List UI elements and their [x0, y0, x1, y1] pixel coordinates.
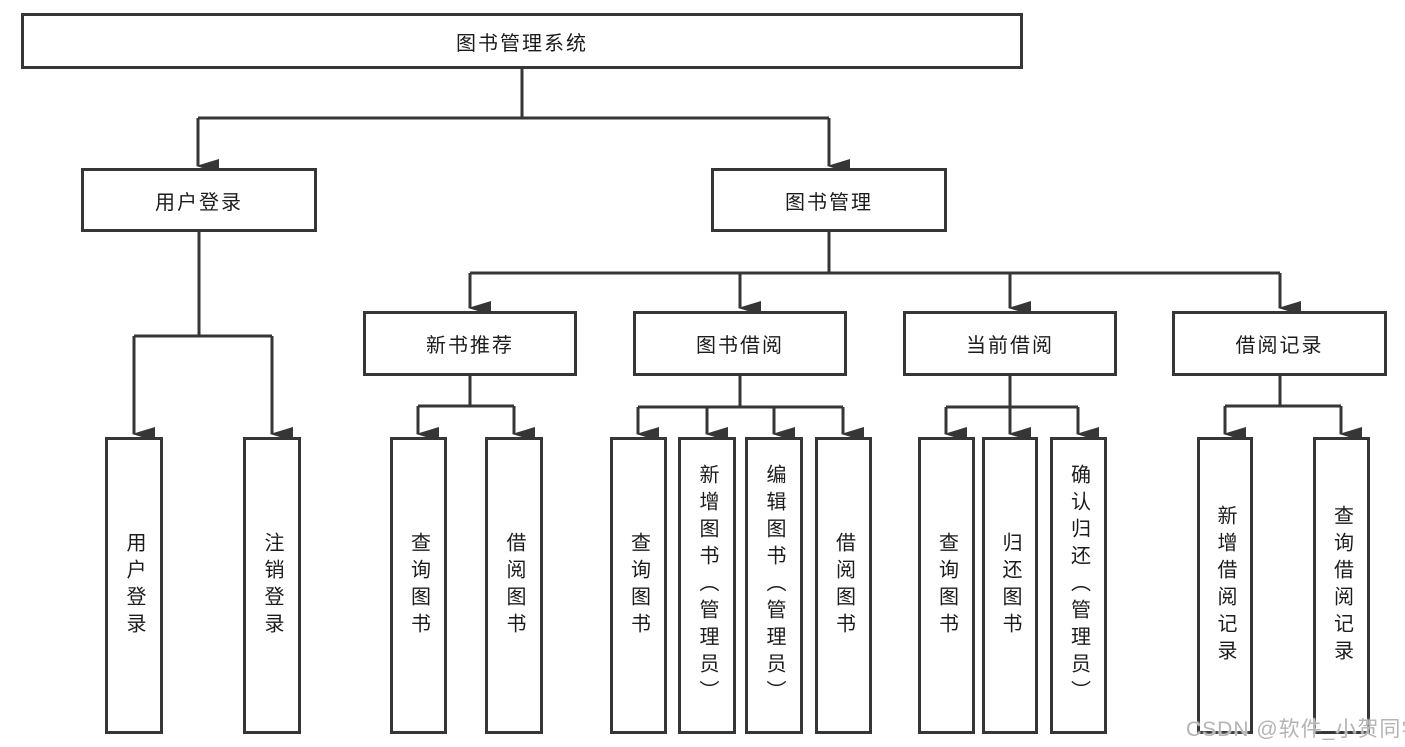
- leaf-query-books-cb: 查询图书: [918, 437, 975, 734]
- node-borrowing-records: 借阅记录: [1172, 311, 1387, 376]
- node-label: 新增借阅记录: [1214, 504, 1236, 667]
- node-book-borrowing: 图书借阅: [633, 311, 847, 376]
- node-current-borrowing: 当前借阅: [903, 311, 1117, 376]
- node-label: 图书管理: [785, 191, 873, 214]
- node-label: 新增图书（管理员）: [696, 464, 718, 707]
- node-label: 用户登录: [155, 191, 243, 214]
- leaf-query-books-bb: 查询图书: [610, 437, 667, 734]
- leaf-edit-books-admin: 编辑图书（管理员）: [745, 437, 803, 734]
- node-label: 借阅图书: [503, 531, 525, 640]
- leaf-borrow-books-bb: 借阅图书: [815, 437, 872, 734]
- node-label: 注销登录: [261, 531, 283, 640]
- node-label: 图书管理系统: [456, 32, 588, 55]
- leaf-add-books-admin: 新增图书（管理员）: [678, 437, 736, 734]
- node-label: 查询图书: [407, 531, 430, 640]
- node-label: 查询借阅记录: [1330, 504, 1353, 667]
- node-library-management-system: 图书管理系统: [21, 13, 1023, 69]
- leaf-query-books-nb: 查询图书: [390, 437, 447, 734]
- node-label: 新书推荐: [426, 335, 514, 357]
- leaf-return-books: 归还图书: [982, 437, 1038, 734]
- leaf-logout: 注销登录: [243, 437, 301, 734]
- node-book-management: 图书管理: [711, 168, 947, 232]
- node-label: 借阅图书: [832, 531, 855, 640]
- node-label: 图书借阅: [696, 335, 784, 357]
- node-label: 用户登录: [123, 531, 145, 640]
- node-label: 归还图书: [999, 531, 1021, 640]
- node-label: 查询图书: [627, 531, 650, 640]
- leaf-borrow-books-nb: 借阅图书: [485, 437, 543, 734]
- node-label: 查询图书: [935, 531, 958, 640]
- node-user-login: 用户登录: [81, 168, 317, 232]
- node-label: 确认归还（管理员）: [1067, 464, 1090, 707]
- leaf-confirm-return-admin: 确认归还（管理员）: [1050, 437, 1107, 734]
- csdn-watermark: CSDN @软件_小贺同学: [1186, 718, 1405, 741]
- node-label: 当前借阅: [966, 335, 1054, 357]
- leaf-add-borrow-record: 新增借阅记录: [1197, 437, 1253, 734]
- node-label: 借阅记录: [1235, 335, 1324, 357]
- leaf-user-login: 用户登录: [105, 437, 163, 734]
- node-label: 编辑图书（管理员）: [763, 464, 785, 707]
- leaf-query-borrow-record: 查询借阅记录: [1313, 437, 1370, 734]
- node-new-book-recommendation: 新书推荐: [363, 311, 577, 376]
